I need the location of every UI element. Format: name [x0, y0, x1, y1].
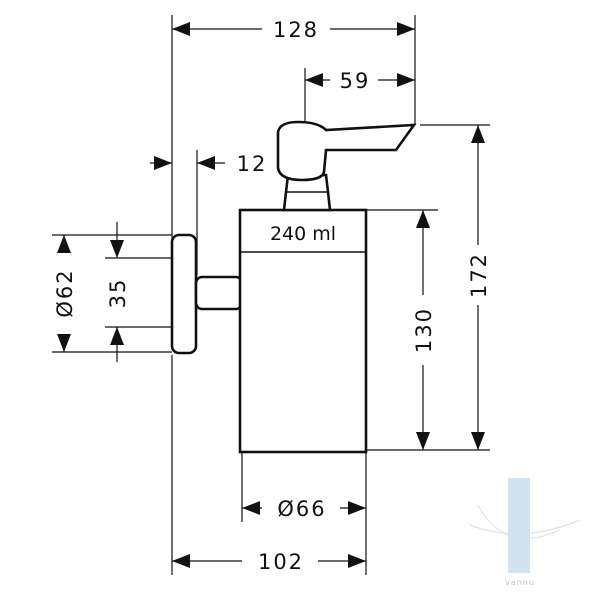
dim-rosette-inner: 35	[106, 278, 130, 309]
soap-dispenser	[170, 120, 417, 454]
container-volume-label: 240 ml	[270, 223, 336, 245]
mounting-arm	[194, 275, 244, 311]
dim-wall-offset: 12	[237, 152, 268, 176]
dim-overall-height: 172	[467, 252, 491, 298]
dim-rosette-diameter: Ø62	[53, 268, 77, 317]
dim-projection: 102	[258, 550, 304, 574]
container-body	[238, 208, 368, 454]
dim-pump-width: 59	[340, 69, 371, 93]
watermark-logo: vannu	[469, 478, 581, 587]
wall-rosette	[170, 233, 198, 355]
dimension-lines	[57, 22, 485, 568]
dim-overall-width: 128	[273, 18, 319, 42]
pump-head	[276, 120, 417, 182]
extension-lines	[52, 15, 490, 575]
watermark-text: vannu	[505, 578, 535, 587]
dim-container-height: 130	[412, 307, 436, 353]
dim-container-diameter: Ø66	[277, 497, 326, 521]
